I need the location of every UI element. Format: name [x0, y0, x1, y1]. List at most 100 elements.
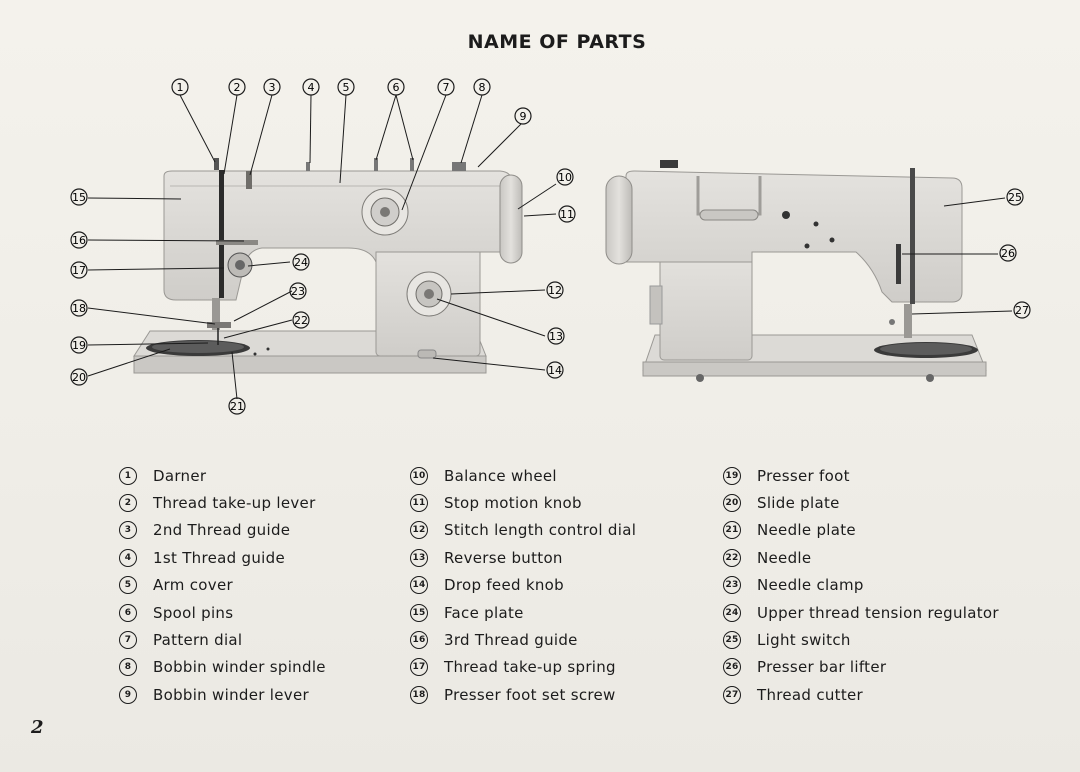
part-number-badge: 27: [723, 685, 741, 704]
svg-text:10: 10: [558, 171, 572, 184]
part-name: 1st Thread guide: [153, 548, 285, 567]
callout-numbers: 1 2 3 4 5 6 7 8 9 10 11 12 13 14 15 16 1…: [70, 78, 1031, 415]
part-name: Arm cover: [153, 576, 233, 595]
part-number-badge: 2: [119, 494, 137, 513]
callout-3: 3: [263, 78, 281, 96]
legend-item: 9 Bobbin winder lever: [119, 681, 326, 708]
part-number-badge: 25: [723, 631, 741, 650]
part-number-badge: 8: [119, 658, 137, 677]
svg-text:5: 5: [343, 81, 350, 94]
callout-22: 22: [292, 311, 310, 329]
part-name: Presser foot set screw: [444, 685, 616, 704]
svg-text:9: 9: [520, 110, 527, 123]
svg-text:23: 23: [291, 285, 305, 298]
svg-text:14: 14: [548, 364, 562, 377]
svg-text:13: 13: [549, 330, 563, 343]
part-number-badge: 26: [723, 658, 741, 677]
part-name: Needle clamp: [757, 576, 864, 595]
part-name: Stop motion knob: [444, 494, 582, 513]
callout-17: 17: [70, 261, 88, 279]
part-name: Presser foot: [757, 466, 850, 485]
callout-14: 14: [546, 361, 564, 379]
machine-rear-view: [605, 160, 987, 382]
callout-11: 11: [558, 205, 576, 223]
svg-text:7: 7: [443, 81, 450, 94]
part-number-badge: 20: [723, 494, 741, 513]
part-name: Reverse button: [444, 548, 563, 567]
part-name: Needle: [757, 548, 812, 567]
callout-6: 6: [387, 78, 405, 96]
callout-23: 23: [289, 282, 307, 300]
part-name: Needle plate: [757, 521, 856, 540]
part-number-badge: 7: [119, 631, 137, 650]
svg-text:18: 18: [72, 302, 86, 315]
svg-text:27: 27: [1015, 304, 1029, 317]
callout-1: 1: [171, 78, 189, 96]
callout-24: 24: [292, 253, 310, 271]
callout-2: 2: [228, 78, 246, 96]
callout-18: 18: [70, 299, 88, 317]
part-number-badge: 15: [410, 603, 428, 622]
svg-text:3: 3: [269, 81, 276, 94]
callout-10: 10: [556, 168, 574, 186]
part-name: Face plate: [444, 603, 524, 622]
part-number-badge: 12: [410, 521, 428, 540]
callout-9: 9: [514, 107, 532, 125]
part-number-badge: 24: [723, 603, 741, 622]
callout-16: 16: [70, 231, 88, 249]
svg-text:20: 20: [72, 371, 86, 384]
machine-front-view: [133, 158, 523, 374]
part-number-badge: 13: [410, 548, 428, 567]
page-title: NAME OF PARTS: [467, 31, 647, 53]
part-number-badge: 22: [723, 548, 741, 567]
svg-text:19: 19: [72, 339, 86, 352]
callout-21: 21: [228, 397, 246, 415]
svg-text:8: 8: [479, 81, 486, 94]
callout-8: 8: [473, 78, 491, 96]
svg-text:4: 4: [308, 81, 315, 94]
part-number-badge: 9: [119, 685, 137, 704]
legend-item: 13 Reverse button: [410, 544, 636, 571]
callout-15: 15: [70, 188, 88, 206]
svg-text:17: 17: [72, 264, 86, 277]
callout-26: 26: [999, 244, 1017, 262]
svg-text:25: 25: [1008, 191, 1022, 204]
legend-item: 22 Needle: [723, 544, 999, 571]
part-number-badge: 21: [723, 521, 741, 540]
svg-text:22: 22: [294, 314, 308, 327]
legend-item: 21 Needle plate: [723, 517, 999, 544]
legend-item: 2 Thread take-up lever: [119, 489, 326, 516]
part-name: 3rd Thread guide: [444, 631, 578, 650]
part-number-badge: 17: [410, 658, 428, 677]
part-name: Thread cutter: [757, 685, 864, 704]
svg-text:16: 16: [72, 234, 86, 247]
legend-item: 27 Thread cutter: [723, 681, 999, 708]
part-number-badge: 6: [119, 603, 137, 622]
part-name: Thread take-up lever: [153, 494, 316, 513]
svg-text:24: 24: [294, 256, 308, 269]
part-number-badge: 18: [410, 685, 428, 704]
svg-text:11: 11: [560, 208, 574, 221]
callout-13: 13: [547, 327, 565, 345]
svg-text:2: 2: [234, 81, 241, 94]
svg-text:26: 26: [1001, 247, 1015, 260]
legend-item: 18 Presser foot set screw: [410, 681, 636, 708]
part-name: Bobbin winder lever: [153, 685, 309, 704]
